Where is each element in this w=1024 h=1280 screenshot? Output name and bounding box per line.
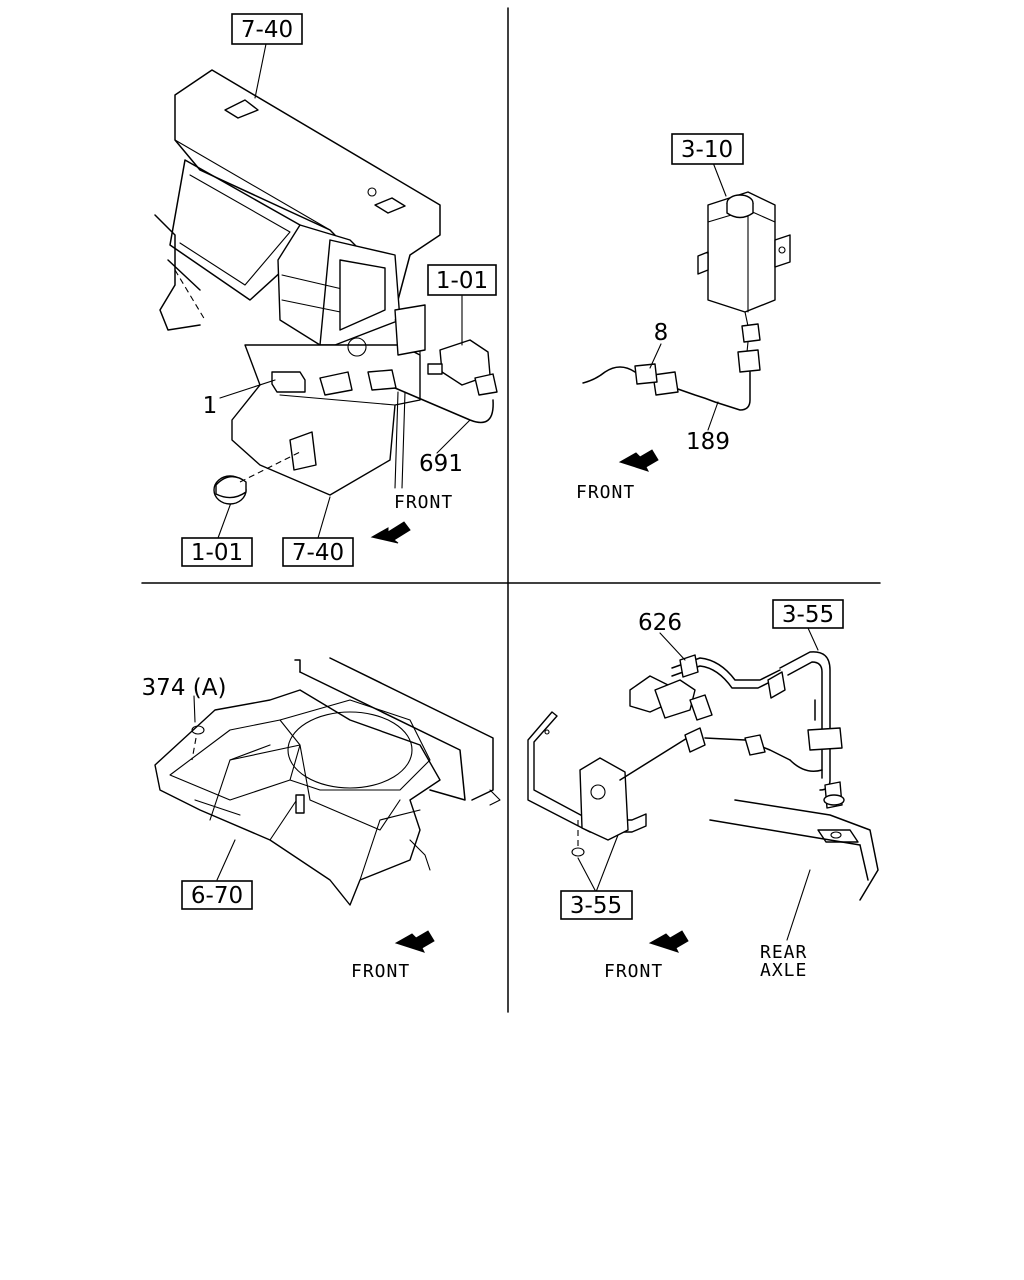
ref-reservoir-label: 3-10 [681,137,733,163]
panel-bottom-right: 3-55 3-55 626 FRONT REAR AXLE [527,599,879,982]
ref-box-hose-upper[interactable]: 3-55 [772,599,844,629]
panel-top-right: 3-10 8 189 FRONT [576,133,791,503]
front-label: FRONT [394,492,453,513]
part-number-626[interactable]: 626 [638,610,682,636]
ref-box-dashboard-top[interactable]: 7-40 [231,13,303,45]
part-number-691[interactable]: 691 [419,451,463,477]
ref-switch-label: 1-01 [436,268,488,294]
ref-box-floor-pan[interactable]: 6-70 [181,880,253,910]
ref-floor-pan-label: 6-70 [191,883,243,909]
panel-top-left: 7-40 1-01 1-01 7-40 1 691 FRONT [154,13,498,567]
part-number-189[interactable]: 189 [686,429,730,455]
ref-dashboard-top-label: 7-40 [241,17,293,43]
rear-axle-label-line1: REAR [760,942,807,963]
ref-box-switch[interactable]: 1-01 [427,264,497,296]
front-label: FRONT [351,961,410,982]
ref-box-panel-lower[interactable]: 7-40 [282,537,354,567]
front-label: FRONT [576,482,635,503]
ref-bulb-label: 1-01 [191,540,243,566]
ref-bracket-label: 3-55 [570,893,622,919]
ref-box-bracket[interactable]: 3-55 [560,890,633,920]
ref-box-reservoir[interactable]: 3-10 [671,133,744,165]
ref-panel-lower-label: 7-40 [292,540,344,566]
axle-bracket-drawing [527,627,879,941]
front-arrow-icon [370,521,411,544]
front-arrow-icon [648,930,689,953]
dashboard-drawing [154,43,498,539]
ref-box-bulb[interactable]: 1-01 [181,537,253,567]
panel-bottom-left: 6-70 374 (A) FRONT [142,657,501,982]
front-label: FRONT [604,961,663,982]
front-arrow-icon [394,930,435,953]
part-number-8[interactable]: 8 [654,320,669,346]
floor-pan-drawing [154,657,501,906]
reservoir-drawing [582,159,791,431]
panel-dividers [141,7,881,1013]
front-arrow-icon [618,449,659,472]
part-number-374a[interactable]: 374 (A) [142,675,227,701]
rear-axle-label-line2: AXLE [760,960,807,981]
part-number-1[interactable]: 1 [203,393,218,419]
ref-hose-upper-label: 3-55 [782,602,834,628]
